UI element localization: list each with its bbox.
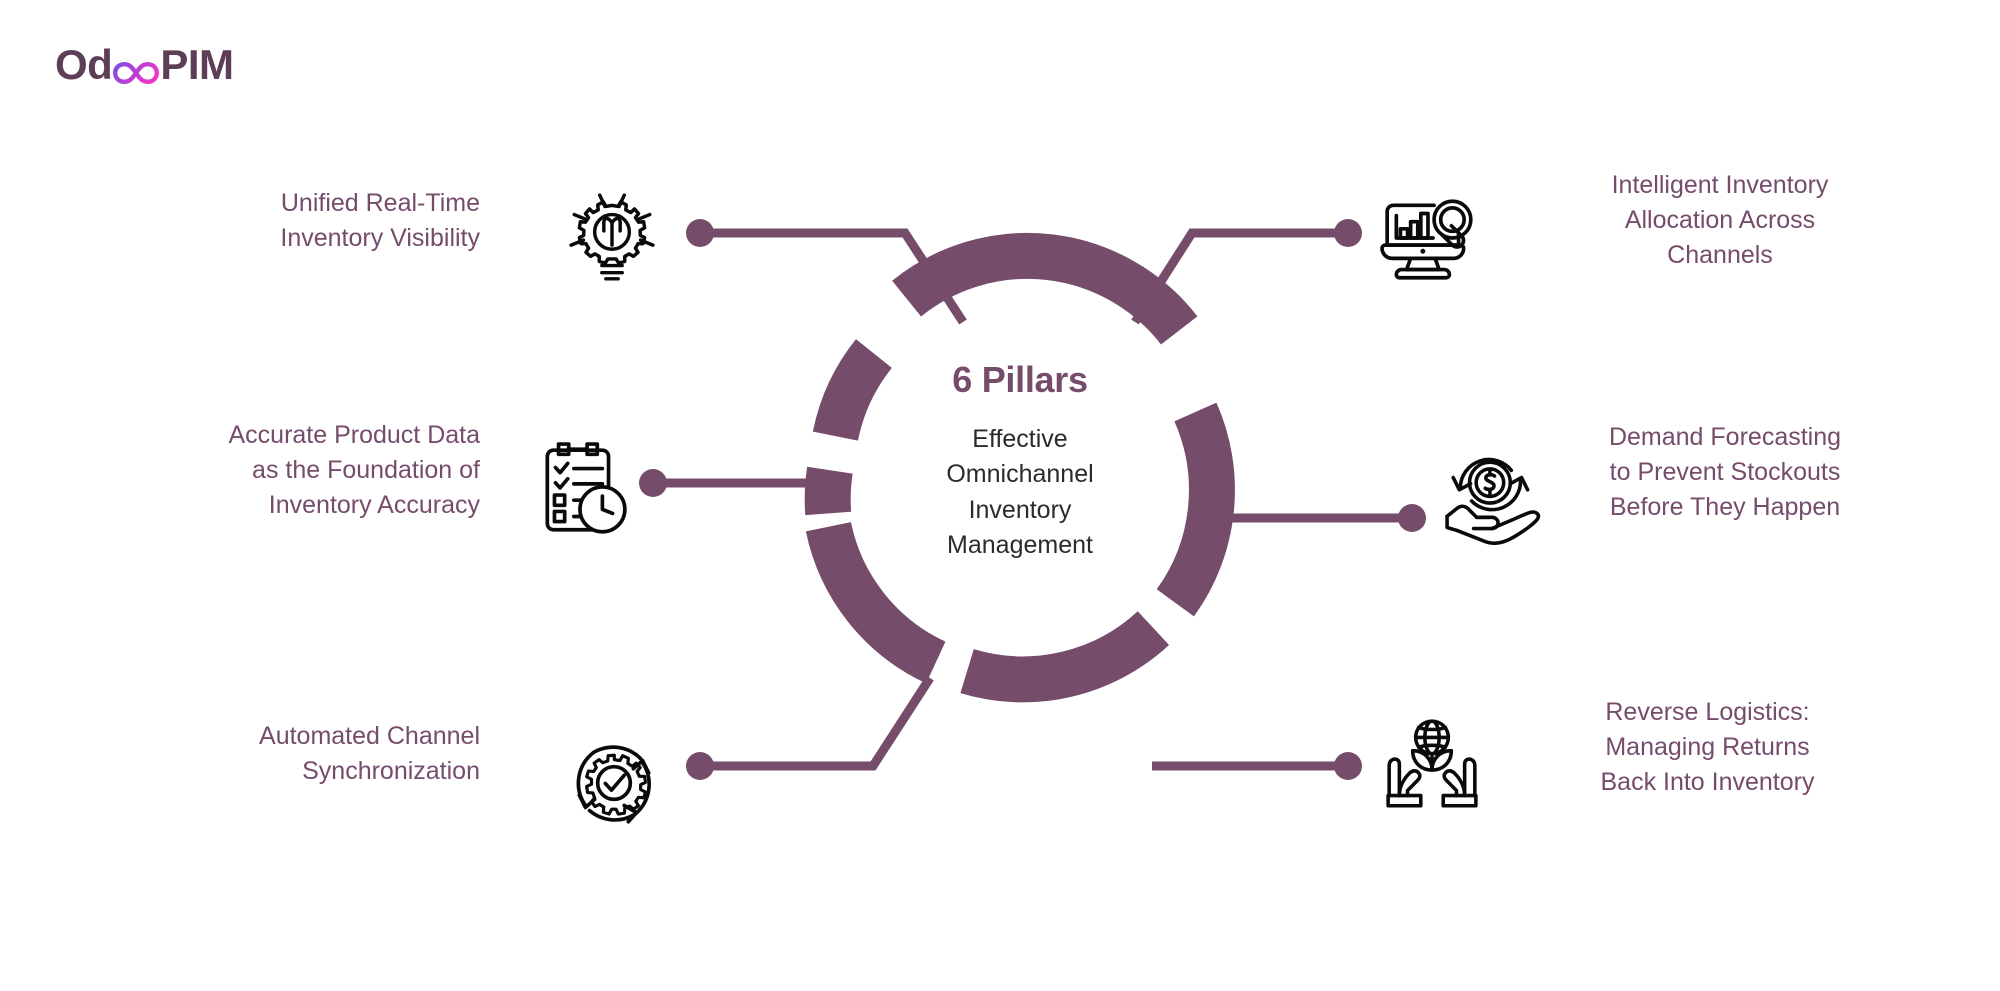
hand-dollar-refresh-icon (1440, 450, 1548, 552)
pillar-label-accurate-product-data: Accurate Product Data as the Foundation … (75, 418, 480, 523)
pillar-label-line: Intelligent Inventory (1611, 171, 1829, 199)
brand-logo-suffix: PIM (160, 41, 234, 88)
pillar-label-line: Automated Channel (259, 722, 480, 750)
pillar-label-automated-channel-synchronization: Automated Channel Synchronization (95, 719, 480, 789)
connector-dots (639, 219, 1426, 780)
pillar-label-intelligent-inventory-allocation: Intelligent Inventory Allocation Across … (1520, 168, 1920, 273)
lightbulb-gear-icon (558, 186, 666, 288)
brand-logo-prefix: Od (55, 41, 113, 88)
pillar-label-line: Allocation Across (1624, 206, 1816, 234)
pillar-label-line: Inventory Accuracy (268, 491, 480, 519)
connectors (653, 228, 1412, 771)
brand-logo[interactable]: Od PIM (55, 40, 234, 90)
pillar-label-reverse-logistics: Reverse Logistics: Managing Returns Back… (1505, 695, 1910, 800)
pillar-label-line: Managing Returns (1605, 733, 1810, 761)
donut-ring (804, 232, 1235, 703)
ring-segment-6 (804, 466, 853, 516)
connector-dot-pillar-1 (686, 219, 714, 247)
brand-logo-text: Od PIM (55, 44, 234, 86)
pillar-label-line: Back Into Inventory (1600, 768, 1815, 796)
pillar-label-unified-real-time-inventory-visibility: Unified Real-Time Inventory Visibility (90, 186, 480, 256)
pillar-label-line: Inventory Visibility (280, 224, 480, 252)
connector-dot-pillar-4 (1334, 219, 1362, 247)
hands-globe-leaves-icon (1378, 716, 1486, 818)
pillar-label-line: Demand Forecasting (1608, 423, 1842, 451)
pillar-label-line: Reverse Logistics: (1605, 698, 1810, 726)
connector-dot-pillar-5 (1398, 504, 1426, 532)
connector-dot-pillar-6 (1334, 752, 1362, 780)
infinity-icon (113, 53, 160, 84)
ring-segment-1 (812, 339, 893, 442)
connector-pillar-1 (700, 228, 967, 325)
ring-segment-5 (805, 521, 946, 684)
ring-segment-4 (960, 610, 1170, 703)
monitor-chart-search-icon (1376, 188, 1484, 290)
pillar-label-line: as the Foundation of (252, 456, 480, 484)
pillar-label-line: to Prevent Stockouts (1609, 458, 1841, 486)
connector-dot-pillar-3 (686, 752, 714, 780)
pillar-label-line: Synchronization (302, 757, 480, 785)
gear-sync-check-icon (560, 732, 668, 834)
ring-segment-3 (1156, 402, 1235, 617)
pillar-label-line: Unified Real-Time (280, 189, 480, 217)
connector-pillar-4 (1131, 228, 1348, 325)
clipboard-checklist-clock-icon (528, 440, 636, 542)
pillar-label-demand-forecasting: Demand Forecasting to Prevent Stockouts … (1525, 420, 1925, 525)
connector-dot-pillar-2 (639, 469, 667, 497)
pillar-label-line: Before They Happen (1609, 493, 1841, 521)
pillar-label-line: Accurate Product Data (228, 421, 480, 449)
pillar-label-line: Channels (1667, 241, 1773, 269)
connector-pillar-3 (700, 675, 934, 771)
